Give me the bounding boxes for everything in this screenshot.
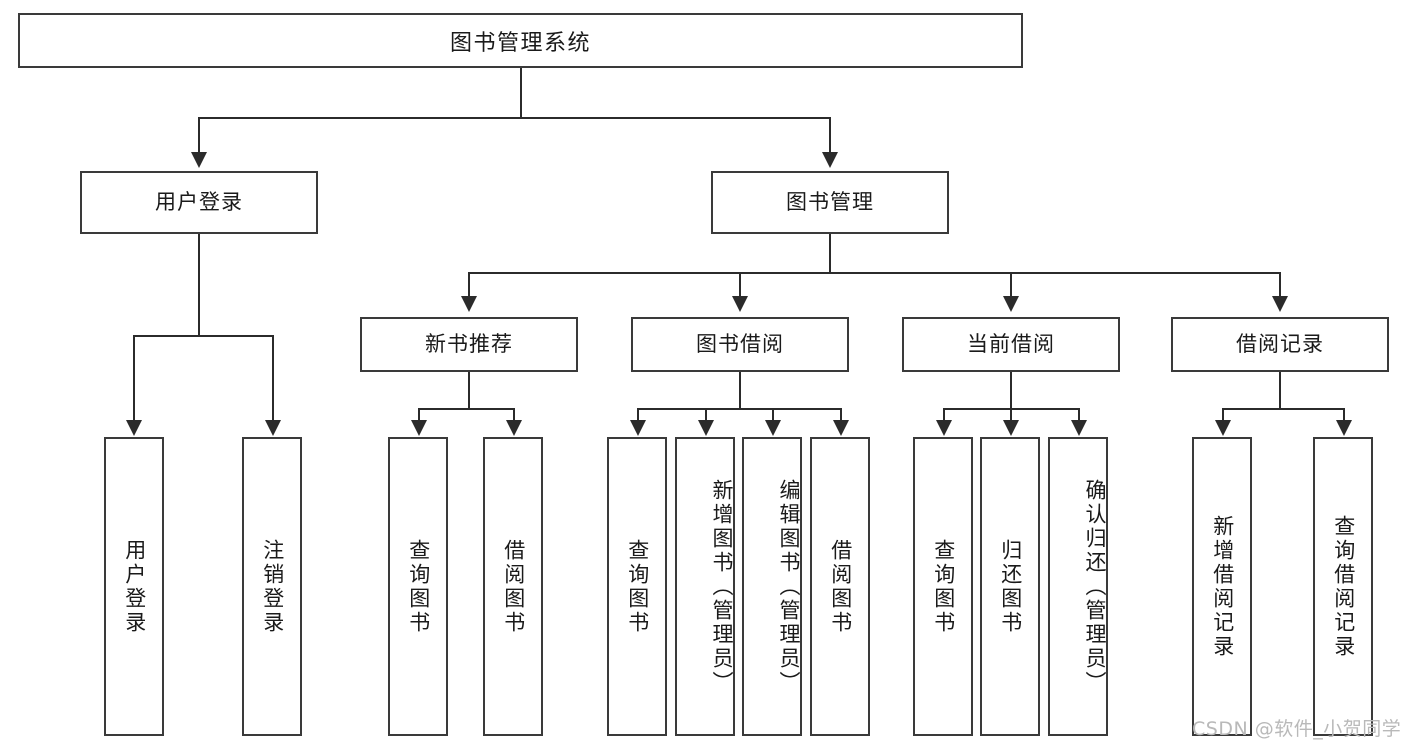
leaf-query-book-borrow[interactable]: 查询图书 [607,437,667,736]
node-label: 新增借阅记录 [1210,514,1235,659]
arrow-to-borrow-record [1272,296,1288,312]
node-label: 编辑图书（管理员） [777,478,801,695]
node-user-login[interactable]: 用户登录 [80,171,318,234]
node-label: 新书推荐 [425,331,513,356]
edge-borrow-record-drop-1 [1222,408,1224,422]
node-label: 用户登录 [155,189,243,214]
node-label: 图书管理系统 [449,30,591,56]
leaf-confirm-return-admin[interactable]: 确认归还（管理员） [1048,437,1108,736]
leaf-logout[interactable]: 注销登录 [242,437,302,736]
node-new-book-recommend[interactable]: 新书推荐 [360,317,578,372]
edge-book-manage-drop-2 [739,272,741,298]
node-label: 图书管理 [786,189,874,214]
edge-current-borrow-drop-2 [1010,408,1012,422]
arrow-to-leaf-confirm-return [1071,420,1087,436]
edge-new-book-rec-trunk [468,372,470,409]
node-current-borrow[interactable]: 当前借阅 [902,317,1120,372]
edge-root-trunk [520,68,522,118]
node-label: 图书借阅 [696,331,784,356]
edge-root-fanbar [198,117,831,119]
edge-user-login-trunk [198,234,200,336]
edge-new-book-rec-drop-2 [513,408,515,422]
edge-root-drop-user-login [198,117,200,155]
arrow-to-leaf-query-book-3 [936,420,952,436]
node-borrow-record[interactable]: 借阅记录 [1171,317,1389,372]
edge-current-borrow-drop-3 [1078,408,1080,422]
leaf-add-book-admin[interactable]: 新增图书（管理员） [675,437,735,736]
node-label: 注销登录 [260,538,285,635]
node-label: 查询借阅记录 [1331,514,1356,659]
node-label: 确认归还（管理员） [1083,478,1107,695]
edge-book-borrow-drop-2 [705,408,707,422]
edge-user-login-fanbar [133,335,273,337]
edge-current-borrow-trunk [1010,372,1012,409]
leaf-query-book-current[interactable]: 查询图书 [913,437,973,736]
node-label: 新增图书（管理员） [710,478,734,695]
arrow-to-current-borrow [1003,296,1019,312]
edge-new-book-rec-drop-1 [418,408,420,422]
edge-book-borrow-fanbar [637,408,841,410]
leaf-user-login[interactable]: 用户登录 [104,437,164,736]
leaf-query-borrow-record[interactable]: 查询借阅记录 [1313,437,1373,736]
edge-book-borrow-drop-1 [637,408,639,422]
edge-root-drop-book-manage [829,117,831,155]
node-book-manage[interactable]: 图书管理 [711,171,949,234]
arrow-to-leaf-query-book-1 [411,420,427,436]
arrow-to-leaf-borrow-book-1 [506,420,522,436]
leaf-return-book[interactable]: 归还图书 [980,437,1040,736]
arrow-to-leaf-logout [265,420,281,436]
edge-new-book-rec-fanbar [418,408,514,410]
leaf-query-book-new-rec[interactable]: 查询图书 [388,437,448,736]
edge-user-login-drop-2 [272,335,274,422]
edge-book-manage-trunk [829,234,831,273]
edge-book-borrow-drop-3 [772,408,774,422]
arrow-to-leaf-return-book [1003,420,1019,436]
arrow-to-leaf-add-book [698,420,714,436]
arrow-to-leaf-user-login [126,420,142,436]
edge-user-login-drop-1 [133,335,135,422]
edge-book-manage-drop-1 [468,272,470,298]
node-label: 用户登录 [122,538,147,635]
csdn-watermark: CSDN @软件_小贺同学 [1192,718,1402,740]
arrow-to-leaf-edit-book [765,420,781,436]
node-label: 借阅图书 [828,538,853,635]
node-label: 借阅记录 [1236,331,1324,356]
arrow-to-book-borrow [732,296,748,312]
edge-borrow-record-fanbar [1222,408,1343,410]
node-label: 归还图书 [998,538,1023,635]
edge-borrow-record-trunk [1279,372,1281,409]
arrow-to-user-login [191,152,207,168]
node-label: 查询图书 [406,538,431,635]
arrow-to-leaf-query-borrow-record [1336,420,1352,436]
edge-book-borrow-trunk [739,372,741,409]
node-label: 借阅图书 [501,538,526,635]
node-label: 查询图书 [625,538,650,635]
edge-current-borrow-drop-1 [943,408,945,422]
edge-book-manage-drop-3 [1010,272,1012,298]
node-book-borrow[interactable]: 图书借阅 [631,317,849,372]
arrow-to-leaf-borrow-book-2 [833,420,849,436]
arrow-to-leaf-query-book-2 [630,420,646,436]
arrow-to-book-manage [822,152,838,168]
edge-borrow-record-drop-2 [1343,408,1345,422]
arrow-to-new-book-rec [461,296,477,312]
leaf-borrow-book[interactable]: 借阅图书 [810,437,870,736]
leaf-borrow-book-new-rec[interactable]: 借阅图书 [483,437,543,736]
node-root-book-management-system[interactable]: 图书管理系统 [18,13,1023,68]
edge-book-manage-fanbar [468,272,1280,274]
edge-book-manage-drop-4 [1279,272,1281,298]
leaf-edit-book-admin[interactable]: 编辑图书（管理员） [742,437,802,736]
arrow-to-leaf-add-borrow-record [1215,420,1231,436]
leaf-add-borrow-record[interactable]: 新增借阅记录 [1192,437,1252,736]
node-label: 当前借阅 [967,331,1055,356]
node-label: 查询图书 [931,538,956,635]
edge-book-borrow-drop-4 [840,408,842,422]
